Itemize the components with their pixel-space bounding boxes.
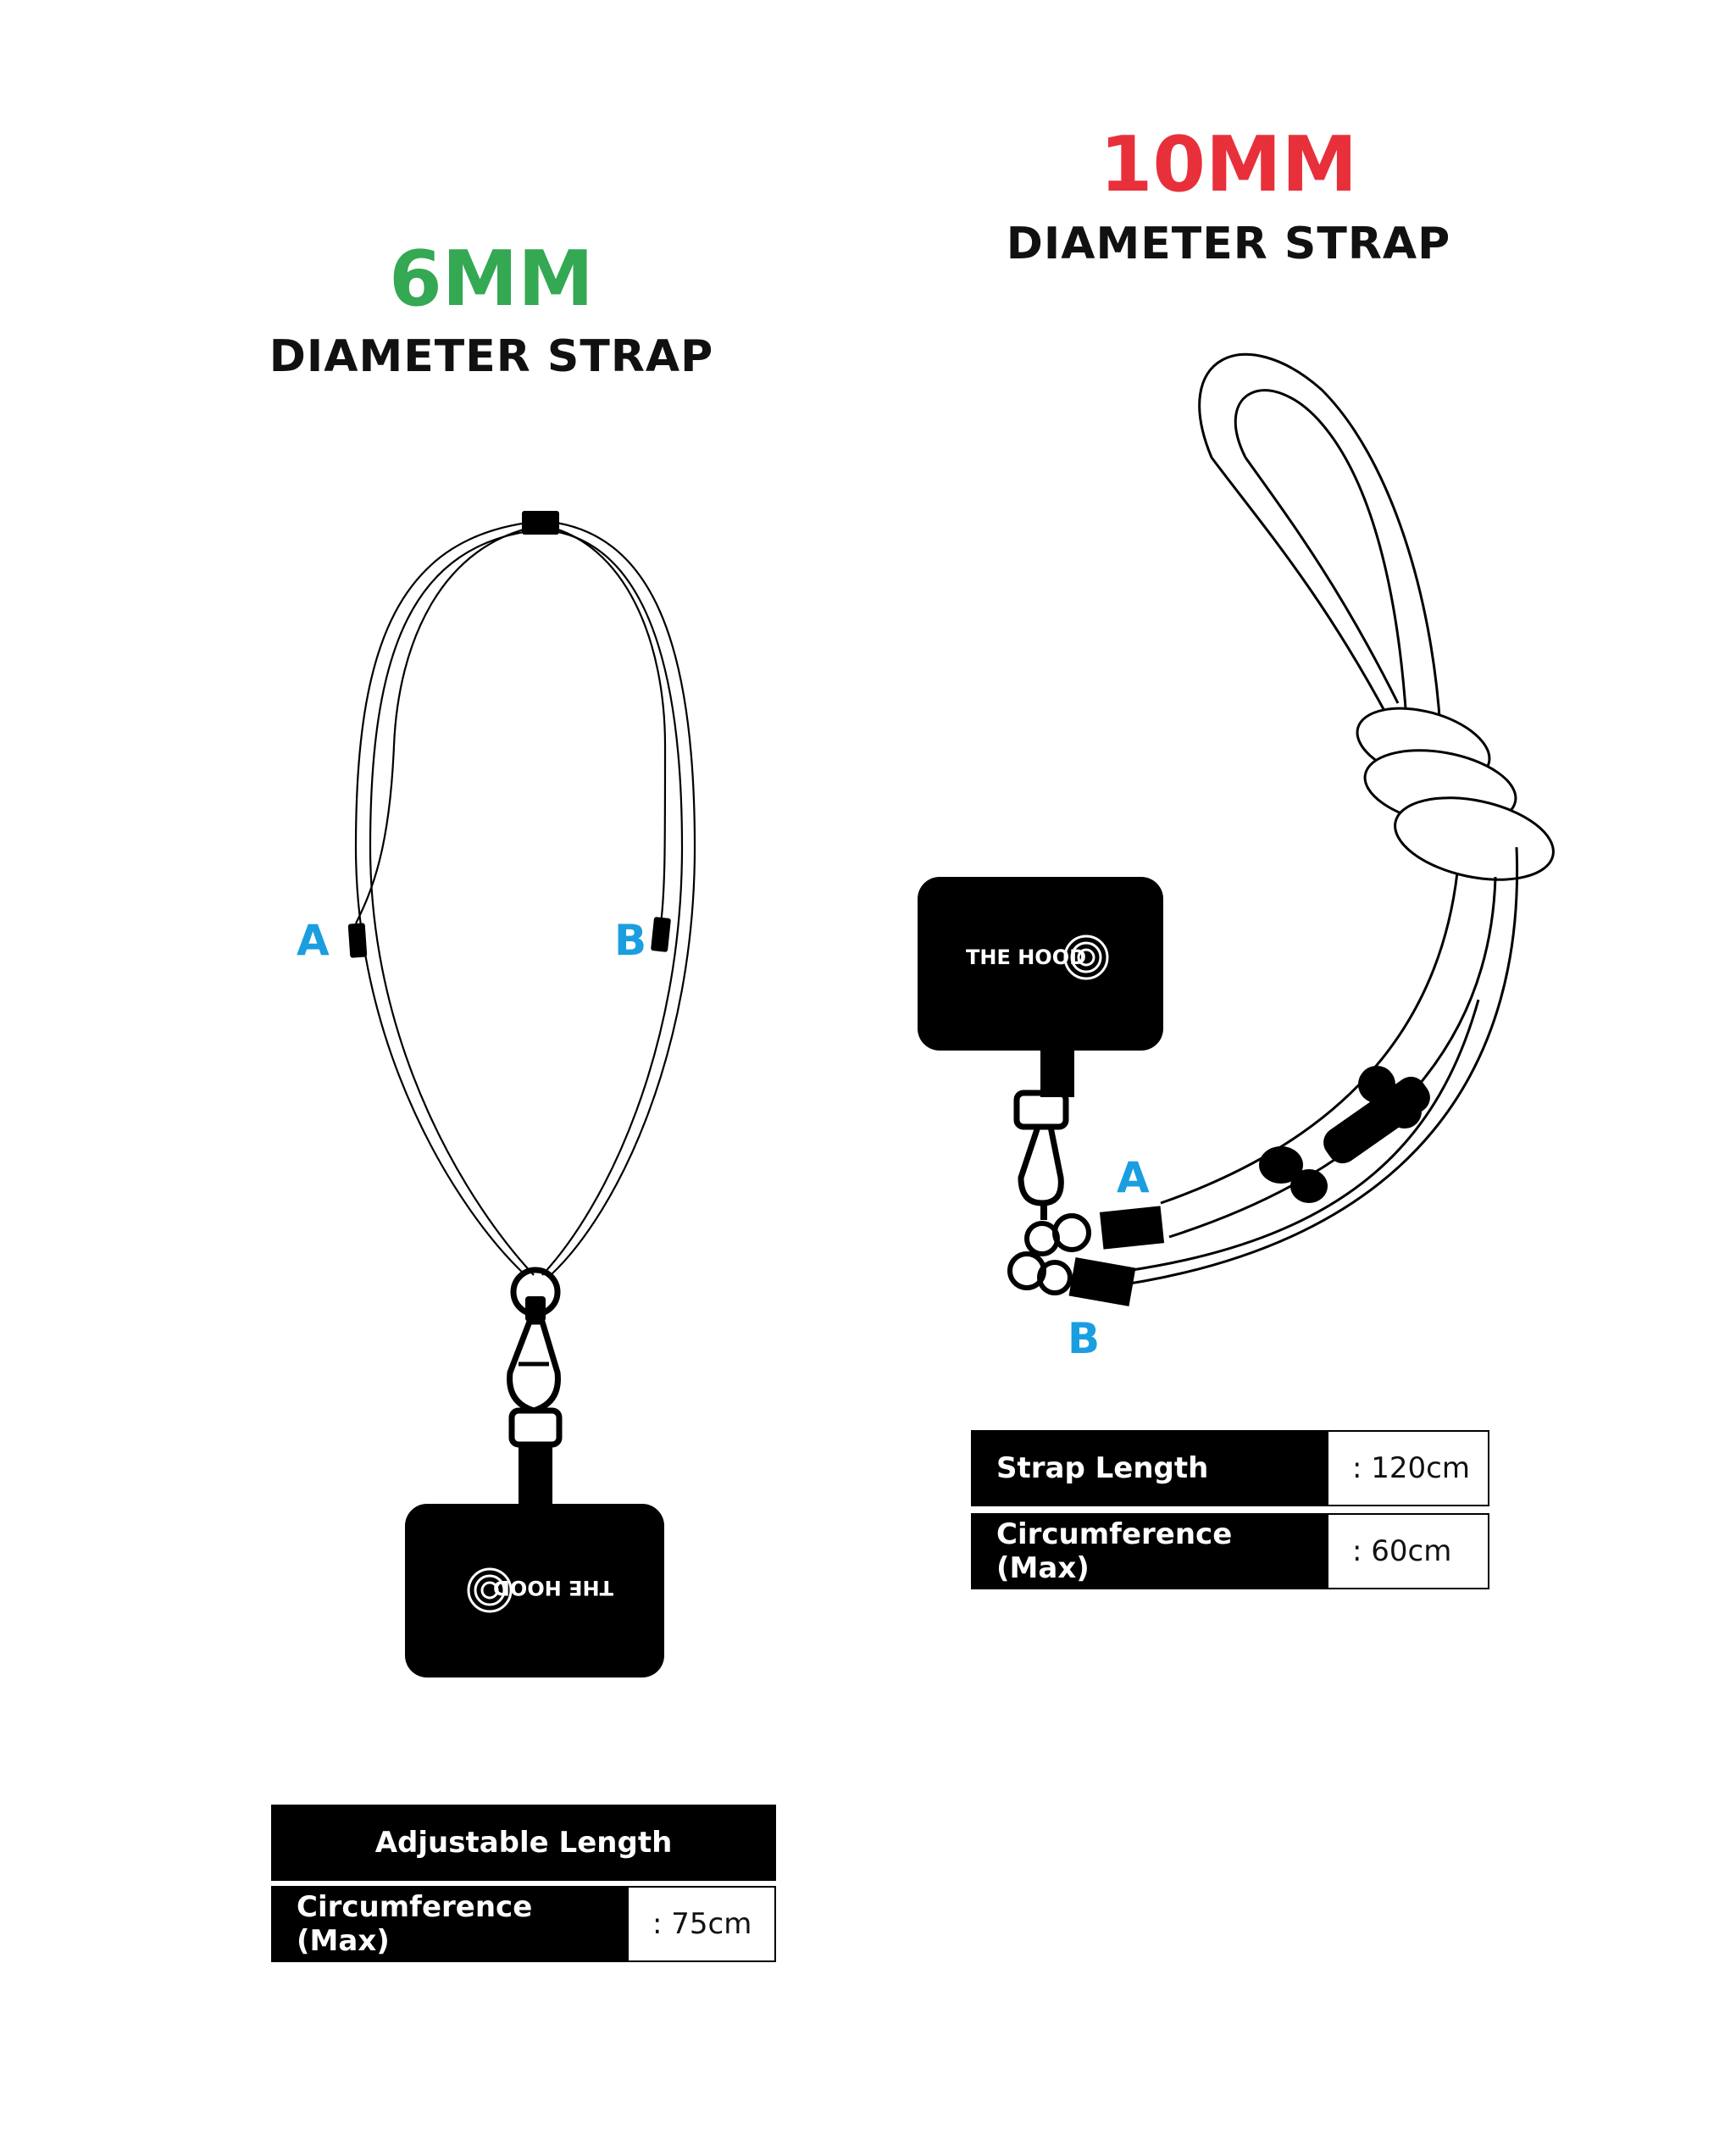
phone-tether-patch-right [918,877,1163,1051]
right-subtitle: DIAMETER STRAP [1006,219,1451,269]
left-subtitle: DIAMETER STRAP [269,331,714,382]
right-spec-row-2: Circumference (Max) : 60cm [971,1513,1489,1589]
spec-value: : 60cm [1327,1513,1489,1589]
label-a-left: A [297,916,330,965]
hood-logo-icon [467,1567,513,1613]
spec-header-label: Adjustable Length [271,1805,776,1881]
left-size-title: 6MM [389,235,594,324]
carabiner-clip-icon [507,1267,563,1504]
strap-end-a-right [1099,1206,1165,1250]
right-size-title: 10MM [1099,120,1358,209]
strap-end-b-right [1068,1257,1136,1306]
adjuster-bead [522,511,559,535]
brand-text-right: THE HOOD [966,946,1087,969]
strap-sliders [1259,1066,1430,1203]
lanyard-10mm-illustration [1101,352,1555,1289]
strap-end-a [347,923,368,958]
spec-key: Circumference (Max) [271,1886,627,1962]
brand-text-left: THE HOOD [492,1576,613,1600]
left-spec-row-1: Circumference (Max) : 75cm [271,1886,776,1962]
label-b-right: B [1068,1314,1101,1363]
strap-end-b [651,917,671,952]
phone-tether-patch-left [405,1504,664,1678]
label-b-left: B [614,916,647,965]
label-a-right: A [1117,1153,1150,1202]
hood-logo-icon-right [1063,934,1109,980]
right-spec-row-1: Strap Length : 120cm [971,1430,1489,1506]
spec-key: Strap Length [971,1430,1327,1506]
spec-value: : 75cm [627,1886,776,1962]
lanyard-6mm-illustration [354,519,696,1276]
left-spec-header: Adjustable Length [271,1805,776,1881]
spec-value: : 120cm [1327,1430,1489,1506]
spec-key: Circumference (Max) [971,1513,1327,1589]
split-rings [1007,1213,1091,1295]
carabiner-clip-right [1013,1046,1074,1220]
